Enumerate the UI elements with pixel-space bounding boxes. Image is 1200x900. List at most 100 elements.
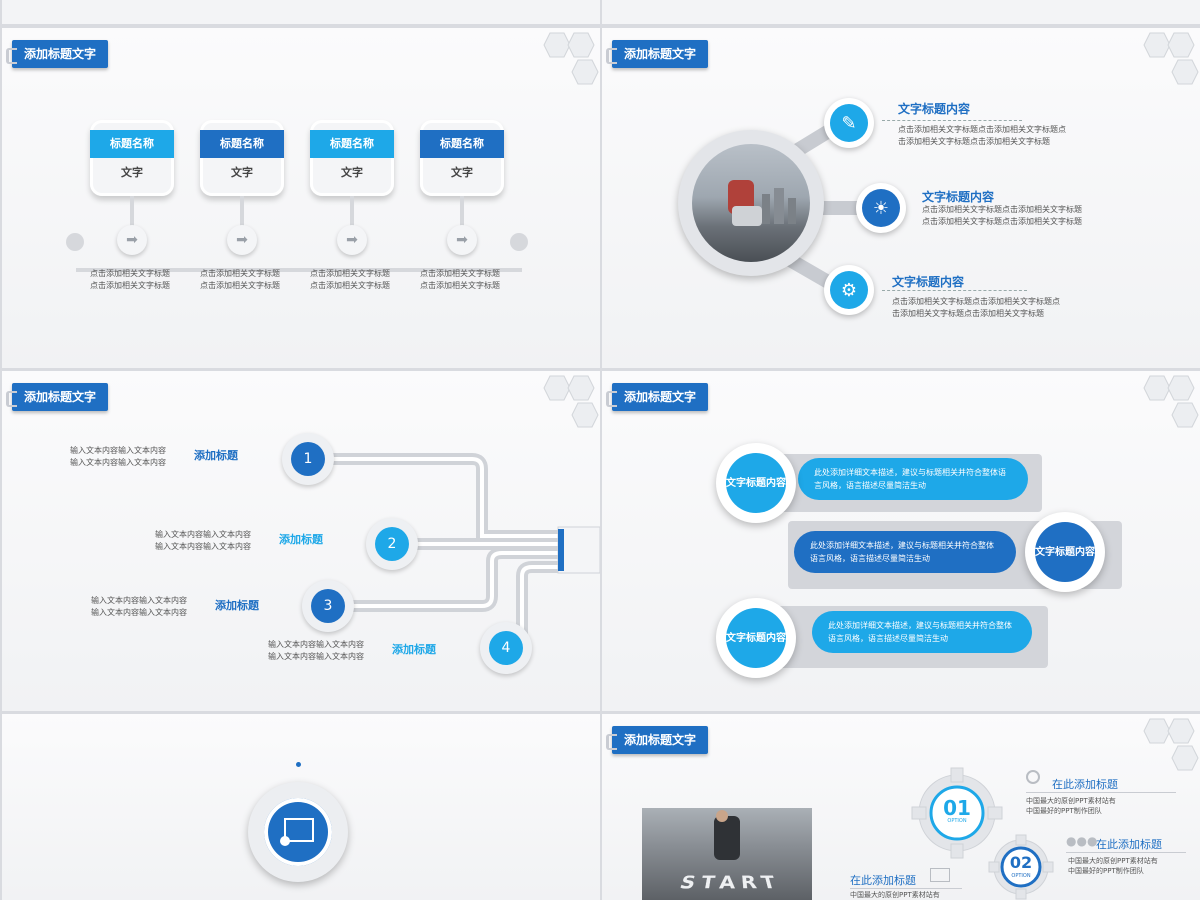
step-number: 1 — [291, 442, 325, 476]
arrow-node-icon: ➡ — [227, 225, 257, 255]
arrow-node-icon: ➡ — [337, 225, 367, 255]
circle-title: 文字标题内容 — [1035, 522, 1095, 582]
connector — [350, 196, 354, 226]
caption-line: 点击添加相关文字标题 — [200, 281, 280, 290]
circle-title: 文字标题内容 — [726, 453, 786, 513]
slide-gears: 添加标题文字 START 01 OPTION 02 OPTION 在此添加标题 … — [602, 714, 1200, 900]
timeline-end-dot — [510, 233, 528, 251]
item-title: 文字标题内容 — [892, 275, 965, 289]
step-label: 添加标题 — [392, 643, 436, 656]
block-text: 中国最大的原创PPT素材站有 中国最好的PPT制作团队 — [1026, 796, 1116, 816]
arrow-node-icon: ➡ — [117, 225, 147, 255]
caption-line: 点击添加相关文字标题 — [90, 269, 170, 278]
photo-circle — [678, 130, 824, 276]
step-card-body: 文字 — [341, 166, 363, 179]
step-circle: 4 — [480, 622, 532, 674]
step-circle: 1 — [282, 433, 334, 485]
slide-pills: 添加标题文字 此处添加详细文本描述，建议与标题相关并符合整体语言风格，语言描述尽… — [602, 371, 1200, 711]
caption-line: 点击添加相关文字标题 — [310, 269, 390, 278]
title-circle: 文字标题内容 — [1025, 512, 1105, 592]
step-circle: 2 — [366, 518, 418, 570]
step-card: 标题名称 文字 — [200, 120, 284, 196]
pill-text: 此处添加详细文本描述，建议与标题相关并符合整体语言风格，语言描述尽量简洁生动 — [812, 611, 1032, 653]
accent-dot — [296, 762, 301, 767]
step-card: 标题名称 文字 — [420, 120, 504, 196]
title-circle: 文字标题内容 — [716, 598, 796, 678]
slide-photo-items: 添加标题文字 ✎ 文字标题内容 点击添加相关文字标题点击添加相关文字标题点击添加… — [602, 28, 1200, 368]
timeline-start-dot — [66, 233, 84, 251]
step-text: 输入文本内容输入文本内容 输入文本内容输入文本内容 — [91, 595, 211, 619]
start-photo: START — [642, 808, 812, 900]
step-label: 添加标题 — [215, 599, 259, 612]
slide-title-tag: 添加标题文字 — [606, 383, 708, 411]
block-line: 中国最大的原创PPT素材站有 — [1026, 797, 1116, 805]
step-card-title: 标题名称 — [310, 130, 394, 158]
step-text-line: 输入文本内容输入文本内容 — [268, 652, 364, 661]
gear-02-sub: OPTION — [1011, 873, 1031, 879]
previous-slide-strip — [2, 0, 600, 24]
item-text: 点击添加相关文字标题点击添加相关文字标题点击添加相关文字标题点击添加相关文字标题 — [922, 205, 1082, 226]
caption-line: 点击添加相关文字标题 — [90, 281, 170, 290]
divider — [1066, 852, 1186, 853]
edit-icon: ✎ — [830, 104, 868, 142]
hexagon-decoration — [1143, 375, 1199, 428]
connector — [460, 196, 464, 226]
item-text: 点击添加相关文字标题点击添加相关文字标题点击添加相关文字标题点击添加相关文字标题 — [892, 297, 1060, 318]
connector — [240, 196, 244, 226]
gear-02-icon — [988, 834, 1054, 900]
presentation-icon — [264, 798, 332, 866]
block-line: 中国最好的PPT制作团队 — [1068, 867, 1144, 875]
connector — [130, 196, 134, 226]
branch-pipes — [322, 453, 600, 651]
step-text: 输入文本内容输入文本内容 输入文本内容输入文本内容 — [70, 445, 190, 469]
presentation-icon-circle — [248, 782, 348, 882]
step-caption: 点击添加相关文字标题 点击添加相关文字标题 — [310, 268, 420, 292]
title-circle: 文字标题内容 — [716, 443, 796, 523]
step-text-line: 输入文本内容输入文本内容 — [155, 542, 251, 551]
step-text-line: 输入文本内容输入文本内容 — [70, 458, 166, 467]
item-text: 点击添加相关文字标题点击添加相关文字标题点击添加相关文字标题点击添加相关文字标题 — [898, 125, 1066, 146]
circle-title: 文字标题内容 — [726, 608, 786, 668]
divider — [882, 290, 1027, 291]
step-card-title: 标题名称 — [420, 130, 504, 158]
step-text-line: 输入文本内容输入文本内容 — [155, 530, 251, 539]
gear-02-number: 02 — [1009, 853, 1033, 872]
start-road-text: START — [676, 872, 786, 894]
caption-line: 点击添加相关文字标题 — [420, 269, 500, 278]
hexagon-decoration — [1143, 32, 1199, 85]
pill-text: 此处添加详细文本描述，建议与标题相关并符合整体语言风格，语言描述尽量简洁生动 — [798, 458, 1028, 500]
step-caption: 点击添加相关文字标题 点击添加相关文字标题 — [420, 268, 530, 292]
block-text: 中国最大的原创PPT素材站有 — [850, 890, 940, 900]
block-text: 中国最大的原创PPT素材站有 中国最好的PPT制作团队 — [1068, 856, 1158, 876]
hexagon-decoration — [543, 375, 599, 428]
step-circle: 3 — [302, 580, 354, 632]
step-text-line: 输入文本内容输入文本内容 — [91, 608, 187, 617]
slide-timeline: 添加标题文字 标题名称 文字 ➡ 点击添加相关文字标题 点击添加相关文字标题 标… — [2, 28, 600, 368]
step-text-line: 输入文本内容输入文本内容 — [268, 640, 364, 649]
slide-title-tag: 添加标题文字 — [6, 383, 108, 411]
hexagon-decoration — [543, 32, 599, 85]
caption-line: 点击添加相关文字标题 — [420, 281, 500, 290]
block-title: 在此添加标题 — [1052, 778, 1118, 791]
step-card-title: 标题名称 — [200, 130, 284, 158]
step-card-title: 标题名称 — [90, 130, 174, 158]
step-text-line: 输入文本内容输入文本内容 — [91, 596, 187, 605]
step-card-body: 文字 — [121, 166, 143, 179]
step-number: 4 — [489, 631, 523, 665]
step-card-body: 文字 — [451, 166, 473, 179]
caption-line: 点击添加相关文字标题 — [310, 281, 390, 290]
icon-circle: ⚙ — [824, 265, 874, 315]
divider — [882, 120, 1022, 121]
block-line: 中国最好的PPT制作团队 — [1026, 807, 1102, 815]
lightbulb-hand-icon: ☀ — [862, 189, 900, 227]
step-text: 输入文本内容输入文本内容 输入文本内容输入文本内容 — [268, 639, 388, 663]
slide-steps: 添加标题文字 1 添加标题 输入文本内容输入文本内容 输入文本内容输入文本内容 … — [2, 371, 600, 711]
hexagon-decoration — [1143, 718, 1199, 771]
pill-text: 此处添加详细文本描述，建议与标题相关并符合整体语言风格，语言描述尽量简洁生动 — [794, 531, 1016, 573]
step-number: 2 — [375, 527, 409, 561]
block-title: 在此添加标题 — [850, 874, 916, 887]
slide-title-tag: 添加标题文字 — [606, 40, 708, 68]
step-card: 标题名称 文字 — [310, 120, 394, 196]
item-title: 文字标题内容 — [898, 102, 971, 116]
block-line: 中国最大的原创PPT素材站有 — [850, 891, 940, 899]
